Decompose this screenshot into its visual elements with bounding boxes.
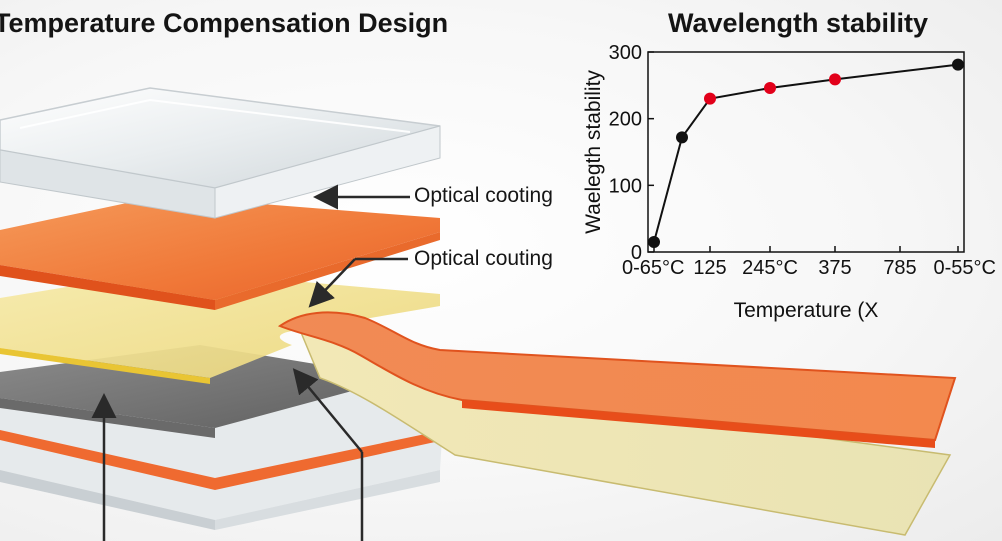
x-tick-label: 785 bbox=[883, 257, 916, 279]
top-glass-plate bbox=[0, 87, 441, 219]
data-points bbox=[648, 58, 964, 248]
orange-layer bbox=[0, 196, 440, 310]
plot-area-frame bbox=[647, 51, 965, 253]
x-tick-label: 0-55°C bbox=[934, 257, 996, 279]
arrow-optical-couting-diag bbox=[308, 258, 356, 308]
chart-title: Wavelength stability bbox=[668, 8, 929, 38]
wavelength-stability-chart: 0 100 200 300 0-65°C 125 245°C 375 785 0-55°C Wa… bbox=[582, 42, 996, 322]
x-tick-label: 245°C bbox=[742, 257, 798, 279]
y-tick-label: 300 bbox=[609, 42, 642, 64]
x-axis-label: Temperature (X bbox=[734, 299, 879, 322]
y-tick-label: 100 bbox=[609, 175, 642, 197]
x-tick-label: 0-65°C bbox=[622, 257, 684, 279]
data-point bbox=[676, 131, 688, 144]
series-line bbox=[653, 63, 959, 243]
x-tick-label: 375 bbox=[818, 257, 851, 279]
x-axis-ticks: 0-65°C 125 245°C 375 785 0-55°C bbox=[622, 246, 996, 279]
data-point bbox=[704, 92, 716, 105]
y-tick-label: 200 bbox=[609, 109, 642, 131]
data-point bbox=[829, 73, 841, 86]
callout-optical-couting: Optical couting bbox=[414, 247, 553, 270]
data-point bbox=[952, 58, 964, 71]
data-point bbox=[764, 82, 776, 94]
y-axis-ticks: 0 100 200 300 bbox=[609, 42, 654, 264]
arrow-up-right-diag bbox=[292, 368, 363, 453]
data-point bbox=[648, 236, 660, 248]
y-tick-label: 0 bbox=[631, 242, 642, 264]
y-axis-label: Waelegth stability bbox=[582, 70, 605, 234]
diagram-title: Temperature Compensation Design bbox=[0, 8, 449, 38]
callout-optical-cooting: Optical cooting bbox=[414, 184, 553, 207]
x-tick-label: 125 bbox=[693, 257, 726, 279]
